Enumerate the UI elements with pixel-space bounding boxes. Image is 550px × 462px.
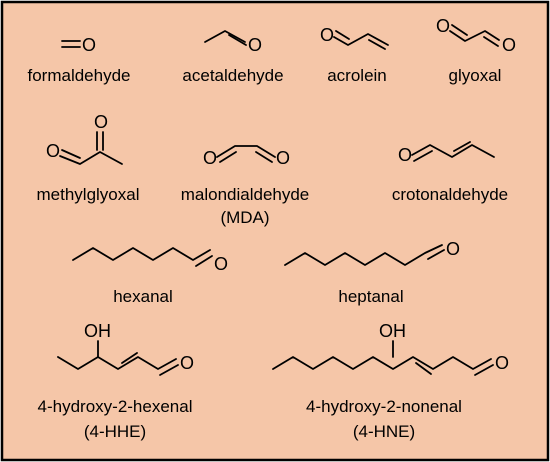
malondialdehyde-double-bond-left xyxy=(219,151,237,163)
heptanal-skeleton xyxy=(284,244,443,266)
hne-alkene-double-bond xyxy=(415,362,432,375)
acrolein-carbonyl-double-bond xyxy=(335,30,350,40)
glyoxal-skeleton xyxy=(449,30,500,42)
acrolein-skeleton xyxy=(333,33,389,46)
hhe-oxygen-atom: O xyxy=(180,353,194,373)
acrolein-oxygen-atom: O xyxy=(320,25,334,45)
crotonaldehyde-label: crotonaldehyde xyxy=(392,185,508,204)
acrolein-structure: O xyxy=(320,25,389,50)
crotonaldehyde-skeleton xyxy=(411,144,495,158)
hne-abbreviation: (4-HNE) xyxy=(353,422,415,441)
crotonaldehyde-structure: O xyxy=(398,141,495,165)
glyoxal-oxygen-atom-right: O xyxy=(502,35,516,55)
glyoxal-structure: O O xyxy=(436,16,516,55)
methylglyoxal-oxygen-atom-left: O xyxy=(46,141,60,161)
acetaldehyde-double-bond xyxy=(228,34,247,46)
hexanal-carbonyl-double-bond xyxy=(195,255,213,267)
formaldehyde-label: formaldehyde xyxy=(27,66,130,85)
methylglyoxal-aldehyde-double-bond xyxy=(61,149,81,159)
crotonaldehyde-oxygen-atom: O xyxy=(398,145,412,165)
hexanal-oxygen-atom: O xyxy=(214,254,228,274)
hhe-label: 4-hydroxy-2-hexenal xyxy=(38,397,193,416)
hhe-abbreviation: (4-HHE) xyxy=(84,422,146,441)
malondialdehyde-double-bond-right xyxy=(255,151,273,163)
formaldehyde-structure: O xyxy=(61,35,96,55)
methylglyoxal-structure: O O xyxy=(46,112,123,165)
malondialdehyde-oxygen-atom-left: O xyxy=(203,148,217,168)
malondialdehyde-oxygen-atom-right: O xyxy=(276,148,290,168)
heptanal-oxygen-atom: O xyxy=(446,239,460,259)
heptanal-carbonyl-double-bond xyxy=(427,249,445,260)
hhe-alkene-double-bond xyxy=(121,352,138,364)
glyoxal-double-bond-right xyxy=(483,36,499,47)
hne-oxygen-atom: O xyxy=(495,353,509,373)
malondialdehyde-abbreviation: (MDA) xyxy=(220,208,269,227)
heptanal-structure: O xyxy=(284,239,460,266)
methylglyoxal-label: methylglyoxal xyxy=(37,185,140,204)
malondialdehyde-label: malondialdehyde xyxy=(181,185,310,204)
acetaldehyde-skeleton xyxy=(204,30,246,43)
hhe-skeleton xyxy=(57,356,177,370)
acetaldehyde-structure: O xyxy=(204,30,262,55)
acrolein-alkene-double-bond xyxy=(368,39,386,50)
hne-label: 4-hydroxy-2-nonenal xyxy=(306,397,462,416)
acrolein-label: acrolein xyxy=(327,66,387,85)
glyoxal-label: glyoxal xyxy=(449,66,502,85)
acetaldehyde-label: acetaldehyde xyxy=(182,66,283,85)
hne-structure: OH O xyxy=(272,321,509,376)
malondialdehyde-skeleton xyxy=(216,145,276,158)
hne-carbonyl-double-bond xyxy=(474,364,494,376)
methylglyoxal-oxygen-atom-top: O xyxy=(94,112,108,132)
hhe-hydroxyl-group: OH xyxy=(84,321,111,341)
crotonaldehyde-alkene-double-bond xyxy=(453,141,471,152)
acetaldehyde-oxygen-atom: O xyxy=(248,35,262,55)
glyoxal-oxygen-atom-left: O xyxy=(436,16,450,36)
hexanal-skeleton xyxy=(72,247,211,261)
hhe-carbonyl-double-bond xyxy=(159,364,179,376)
glyoxal-double-bond-left xyxy=(451,24,468,36)
formaldehyde-oxygen-atom: O xyxy=(82,35,96,55)
hexanal-structure: O xyxy=(72,247,228,274)
crotonaldehyde-carbonyl-double-bond xyxy=(413,150,433,162)
methylglyoxal-skeleton xyxy=(59,151,123,165)
malondialdehyde-structure: O O xyxy=(203,145,290,168)
hne-hydroxyl-group: OH xyxy=(379,321,406,341)
heptanal-label: heptanal xyxy=(338,287,403,306)
hne-skeleton xyxy=(272,356,492,370)
hexanal-label: hexanal xyxy=(113,287,173,306)
hhe-structure: OH O xyxy=(57,321,194,376)
